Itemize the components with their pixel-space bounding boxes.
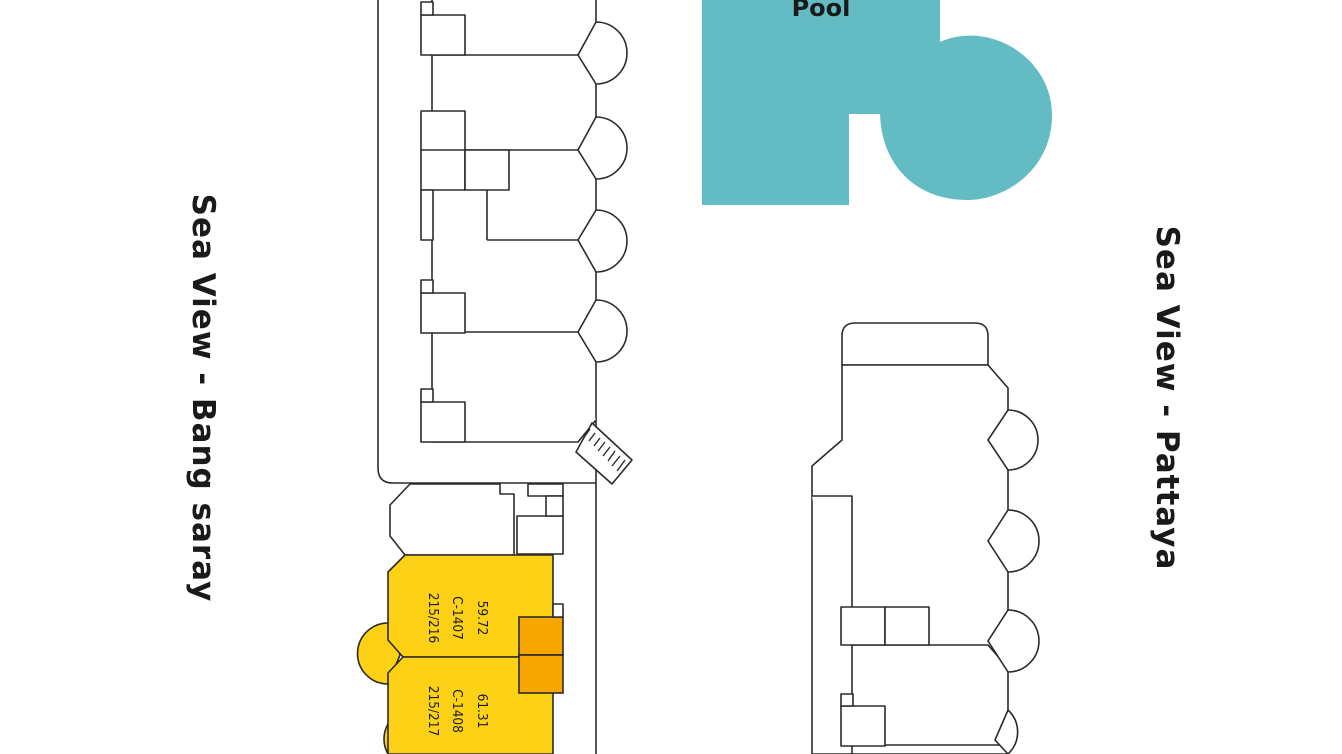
left-building-upper: [377, 0, 633, 485]
sea-view-pattaya-label: Sea View - Pattaya: [1149, 226, 1185, 571]
sea-view-bang-saray-label: Sea View - Bang saray: [185, 194, 221, 603]
stairs-icon: [575, 422, 633, 485]
svg-text:59.72: 59.72: [474, 601, 490, 636]
svg-text:215/217: 215/217: [425, 686, 441, 736]
pool-label: Pool: [792, 0, 851, 22]
pool-area: Pool: [702, 0, 1052, 205]
unit-label-c-1408: 61.31 C-1408 215/217: [425, 686, 490, 736]
svg-text:C-1408: C-1408: [449, 689, 465, 733]
svg-text:C-1407: C-1407: [449, 596, 465, 640]
right-building: [811, 322, 1040, 754]
svg-text:61.31: 61.31: [474, 694, 490, 729]
left-building-lower: 59.72 C-1407 215/216 61.31 C-1408 215/21…: [356, 483, 597, 754]
unit-c-1407[interactable]: [356, 554, 554, 685]
unit-c-1408[interactable]: [383, 656, 554, 754]
svg-text:215/216: 215/216: [425, 593, 441, 643]
unit-service-box: [518, 603, 564, 694]
unit-label-c-1407: 59.72 C-1407 215/216: [425, 593, 490, 643]
